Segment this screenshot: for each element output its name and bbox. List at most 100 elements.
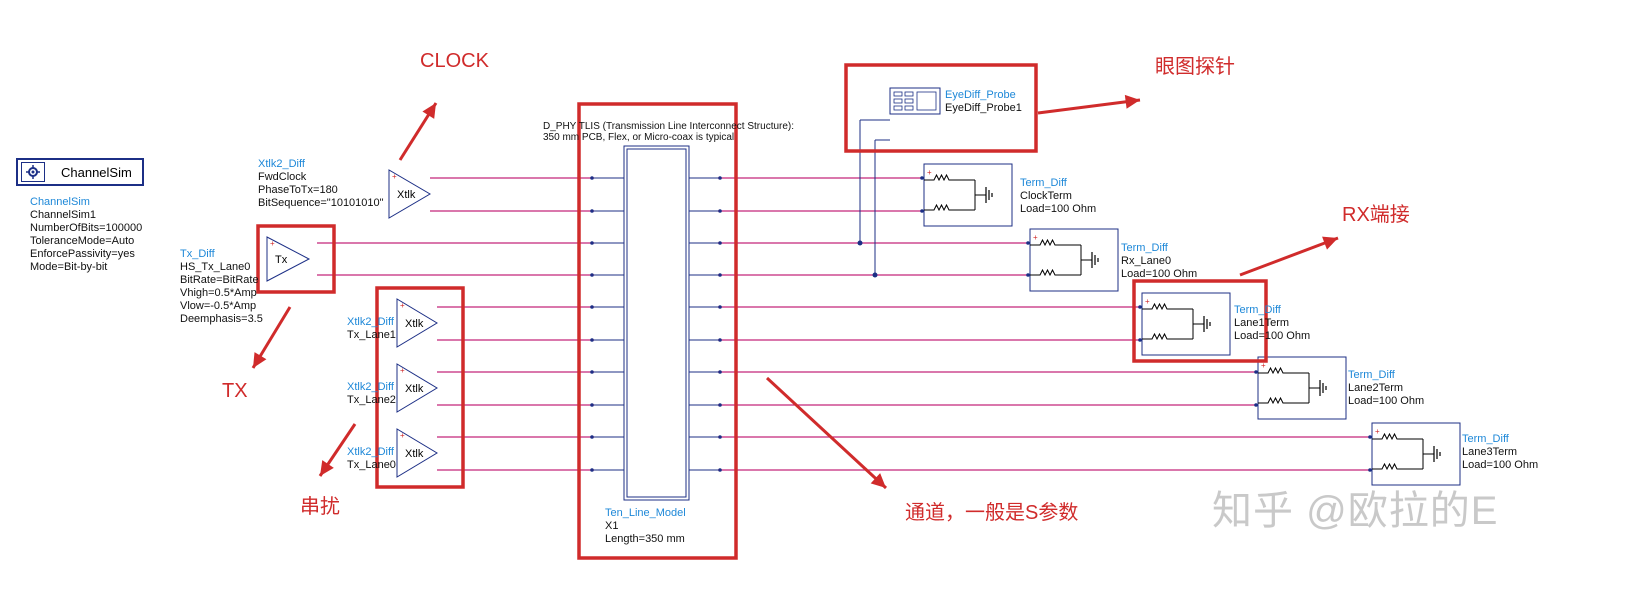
wire-pin: [1254, 403, 1258, 407]
param-line: ChannelSim: [30, 196, 90, 208]
eye-probe-symbol: [889, 87, 941, 115]
probe-screen: [916, 91, 937, 111]
junction-dot: [857, 240, 863, 246]
param-line: Load=100 Ohm: [1234, 330, 1311, 342]
param-line: PhaseToTx=180: [258, 184, 338, 196]
param-line: Load=100 Ohm: [1121, 268, 1198, 280]
param-line: ToleranceMode=Auto: [30, 235, 135, 247]
term-lane3-params: Term_Diff Lane3Term Load=100 Ohm: [1462, 433, 1538, 472]
annotation-crosstalk: 串扰: [300, 496, 340, 518]
annotation-eye-probe: 眼图探针: [1155, 56, 1235, 78]
param-line: Term_Diff: [1020, 177, 1067, 189]
param-line: Term_Diff: [1462, 433, 1509, 445]
wire-pin: [1368, 435, 1372, 439]
annotation-arrow: [765, 376, 888, 490]
resistor: [1258, 366, 1309, 375]
wire-pin: [1138, 338, 1142, 342]
wire-pin: [1254, 370, 1258, 374]
wire-pin: [920, 176, 924, 180]
arrow-head: [1322, 236, 1338, 250]
param-line: Lane2Term: [1348, 382, 1404, 394]
highlight-box: [375, 286, 465, 489]
annotation-arrow: [1037, 98, 1141, 115]
channelsim-title: ChannelSim: [61, 164, 132, 180]
xtalk-lane1-symbol-label: Xtlk: [405, 318, 424, 330]
component-layer: Xtlk+Tx+Xtlk+Xtlk+Xtlk++++++: [266, 87, 1461, 501]
param-line: Term_Diff: [1348, 369, 1395, 381]
wire-pin: [590, 209, 594, 213]
wire-pin: [718, 176, 722, 180]
term-clock-params: Term_Diff ClockTerm Load=100 Ohm: [1020, 177, 1096, 216]
plus-sign: +: [927, 168, 932, 177]
wire-pin: [590, 273, 594, 277]
plus-sign: +: [392, 172, 397, 181]
term-rx-lane0-params: Term_Diff Rx_Lane0 Load=100 Ohm: [1121, 242, 1197, 281]
plus-sign: +: [400, 366, 405, 375]
term-lane3-symbol: [1371, 422, 1461, 486]
resistor: [1372, 432, 1423, 441]
probe-led: [893, 98, 903, 104]
junction-dot: [872, 272, 878, 278]
channelsim-controller[interactable]: ChannelSim: [16, 158, 144, 186]
param-line: EyeDiff_Probe: [945, 89, 1016, 101]
xtalk-lane0-symbol-label: Xtlk: [405, 448, 424, 460]
xtlk-clock-symbol-label: Xtlk: [397, 189, 416, 201]
highlight-box: [256, 224, 336, 294]
xtalk-lane1-symbol: [396, 298, 438, 348]
tx-params: Tx_Diff HS_Tx_Lane0 BitRate=BitRate Vhig…: [180, 248, 263, 326]
param-line: ChannelSim1: [30, 209, 97, 221]
resistor: [1372, 462, 1423, 471]
wire-pin: [718, 241, 722, 245]
param-line: Ten_Line_Model: [605, 507, 686, 519]
term-clock-symbol: [923, 163, 1013, 227]
channel-params: Ten_Line_Model X1 Length=350 mm: [605, 507, 686, 546]
plus-sign: +: [400, 301, 405, 310]
resistor: [1258, 396, 1309, 405]
param-line: HS_Tx_Lane0: [180, 261, 251, 273]
channelsim-icon: [21, 162, 45, 182]
arrow-head: [253, 352, 267, 368]
plus-sign: +: [1033, 233, 1038, 242]
probe-led: [904, 91, 914, 97]
tx-symbol-label: Tx: [275, 254, 288, 266]
param-line: Lane1Term: [1234, 317, 1290, 329]
plus-sign: +: [270, 239, 275, 248]
param-line: ClockTerm: [1020, 190, 1072, 202]
param-line: Length=350 mm: [605, 533, 685, 545]
param-line: 350 mm PCB, Flex, or Micro-coax is typic…: [543, 132, 735, 143]
resistor: [1142, 332, 1193, 341]
wire-pin: [718, 338, 722, 342]
xtalk-lane0-params: Xtlk2_Diff Tx_Lane0: [347, 446, 396, 472]
highlight-box: [844, 63, 1038, 153]
probe-params: EyeDiff_Probe EyeDiff_Probe1: [945, 89, 1022, 115]
xtlk-clock-symbol: [388, 169, 431, 219]
xtalk-lane2-symbol-label: Xtlk: [405, 383, 424, 395]
wire-pin: [590, 468, 594, 472]
arrow-head: [422, 103, 436, 119]
param-line: FwdClock: [258, 171, 307, 183]
param-line: Xtlk2_Diff: [347, 446, 394, 458]
resistor: [924, 173, 975, 182]
param-line: Xtlk2_Diff: [347, 381, 394, 393]
annotation-arrow: [1239, 236, 1339, 277]
clock-xtlk-params: Xtlk2_Diff FwdClock PhaseToTx=180 BitSeq…: [258, 158, 384, 210]
wire-pin: [920, 209, 924, 213]
wire-pin: [718, 370, 722, 374]
param-line: Tx_Diff: [180, 248, 215, 260]
wire-pin: [1138, 305, 1142, 309]
wire-layer: [317, 119, 1372, 472]
annotation-rx-term: RX端接: [1342, 204, 1410, 226]
tx-symbol: [266, 236, 311, 282]
resistor: [924, 203, 975, 212]
wire-pin: [590, 370, 594, 374]
wire-pin: [1026, 241, 1030, 245]
term-rx-lane0-symbol: [1029, 228, 1119, 292]
param-line: D_PHY TLIS (Transmission Line Interconne…: [543, 121, 795, 132]
param-line: Load=100 Ohm: [1020, 203, 1097, 215]
wire-pin: [718, 403, 722, 407]
param-line: Deemphasis=3.5: [180, 313, 263, 325]
probe-led: [904, 98, 914, 104]
probe-led: [893, 91, 903, 97]
wire-pin: [590, 403, 594, 407]
param-line: EyeDiff_Probe1: [945, 102, 1022, 114]
